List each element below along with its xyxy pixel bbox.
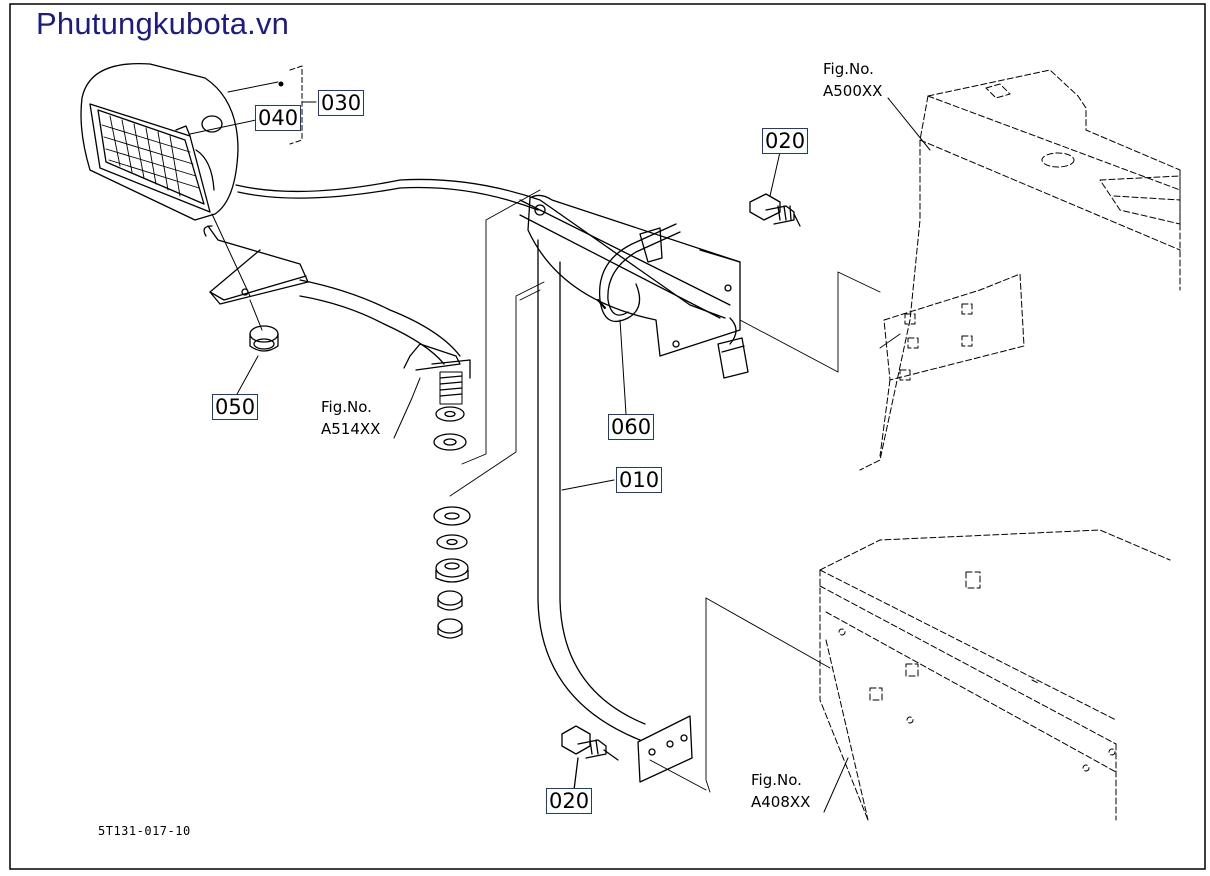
fig-ref-a408-label: Fig.No. [751, 771, 802, 789]
fender-lower [819, 529, 1171, 821]
rubber-grommet [249, 325, 279, 352]
callout-030-bracket [227, 65, 317, 145]
bolt-020-bottom [561, 725, 619, 791]
lamp-cable [235, 178, 726, 319]
wire-connector [717, 317, 749, 379]
bolt-and-washers [433, 371, 471, 639]
fig-ref-a514-label: Fig.No. [321, 398, 372, 416]
fig-ref-a500-label: Fig.No. [823, 60, 874, 78]
fig-ref-a500[interactable]: Fig.No. A500XX [823, 58, 882, 102]
callout-030[interactable]: 030 [318, 90, 365, 116]
callout-020-bottom[interactable]: 020 [546, 788, 593, 814]
fig-ref-a408-code: A408XX [751, 793, 811, 811]
bolt-020-top [749, 193, 801, 227]
work-light-lamp [80, 62, 239, 221]
site-watermark: Phutungkubota.vn [36, 6, 290, 41]
cabin-frame-upper [859, 69, 1181, 471]
fig-ref-a500-code: A500XX [823, 82, 883, 100]
diagram-code: 5T131-017-10 [98, 824, 191, 838]
callout-leaders [189, 97, 931, 813]
cable-tie [596, 223, 681, 323]
callout-010[interactable]: 010 [616, 467, 663, 493]
callout-060[interactable]: 060 [608, 414, 655, 440]
diagram-border [9, 3, 1206, 870]
assembly-line-lamp [211, 213, 251, 297]
fig-ref-a514[interactable]: Fig.No. A514XX [321, 396, 380, 440]
callout-050[interactable]: 050 [212, 394, 259, 420]
lamp-stay-arm [203, 225, 471, 379]
callout-020-top[interactable]: 020 [762, 128, 809, 154]
callout-040[interactable]: 040 [255, 105, 302, 131]
pipe-stay [519, 194, 741, 783]
fig-ref-a514-code: A514XX [321, 420, 381, 438]
fig-ref-a408[interactable]: Fig.No. A408XX [751, 769, 810, 813]
leader-lines [449, 189, 901, 793]
